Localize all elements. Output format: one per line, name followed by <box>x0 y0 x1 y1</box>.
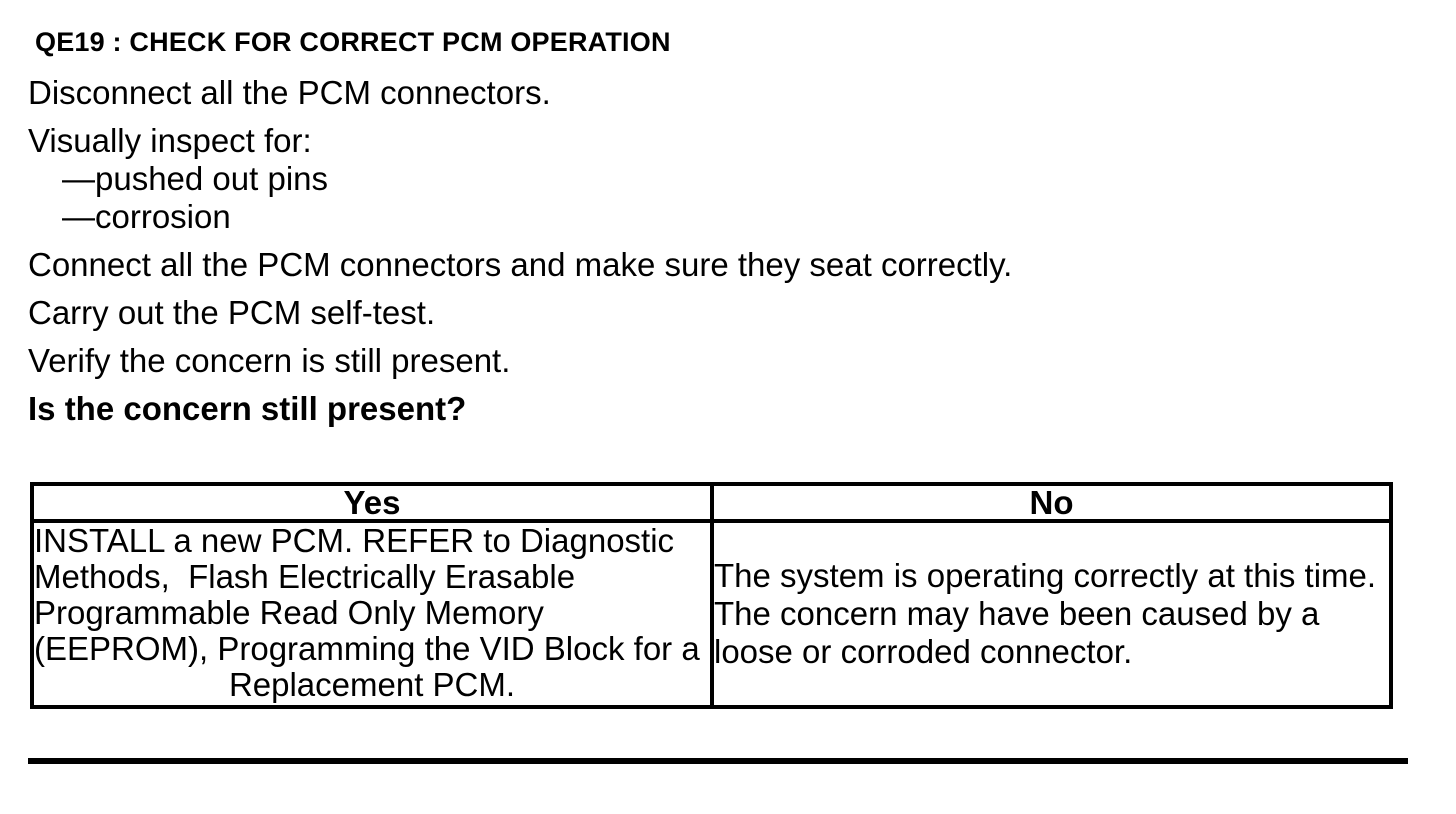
step-disconnect: Disconnect all the PCM connectors. <box>28 74 551 111</box>
no-column-header: No <box>710 482 1393 523</box>
no-action-line: The system is operating correctly at thi… <box>714 557 1377 594</box>
section-divider <box>28 758 1408 764</box>
results-table: Yes No INSTALL a new PCM. REFER to Diagn… <box>30 482 1393 709</box>
yes-action-line: Programmable Read Only Memory <box>34 594 544 631</box>
inspection-list: —pushed out pins —corrosion <box>28 160 1428 236</box>
results-table-header-row: Yes No <box>30 482 1393 523</box>
results-table-body-row: INSTALL a new PCM. REFER to Diagnostic M… <box>30 519 1393 709</box>
inspect-heading: Visually inspect for: <box>28 122 312 159</box>
no-action-cell: The system is operating correctly at thi… <box>710 519 1393 709</box>
no-action-line: The concern may have been caused by a <box>714 595 1320 632</box>
inspection-list-item: —corrosion <box>62 198 231 235</box>
yes-action-line: (EEPROM), Programming the VID Block for … <box>34 630 700 667</box>
decision-question: Is the concern still present? <box>28 390 467 427</box>
inspection-list-item: —pushed out pins <box>62 160 329 197</box>
yes-action-line: INSTALL a new PCM. REFER to Diagnostic <box>34 522 675 559</box>
yes-action-cell: INSTALL a new PCM. REFER to Diagnostic M… <box>30 519 714 709</box>
yes-column-header: Yes <box>30 482 714 523</box>
step-connect: Connect all the PCM connectors and make … <box>28 246 1013 283</box>
yes-action-line: Replacement PCM. <box>228 666 516 703</box>
procedure-title: QE19 : CHECK FOR CORRECT PCM OPERATION <box>35 27 671 57</box>
step-verify: Verify the concern is still present. <box>28 342 511 379</box>
no-action-line: loose or corroded connector. <box>714 633 1133 670</box>
step-selftest: Carry out the PCM self-test. <box>28 294 436 331</box>
yes-action-line: Methods, Flash Electrically Erasable <box>34 558 576 595</box>
